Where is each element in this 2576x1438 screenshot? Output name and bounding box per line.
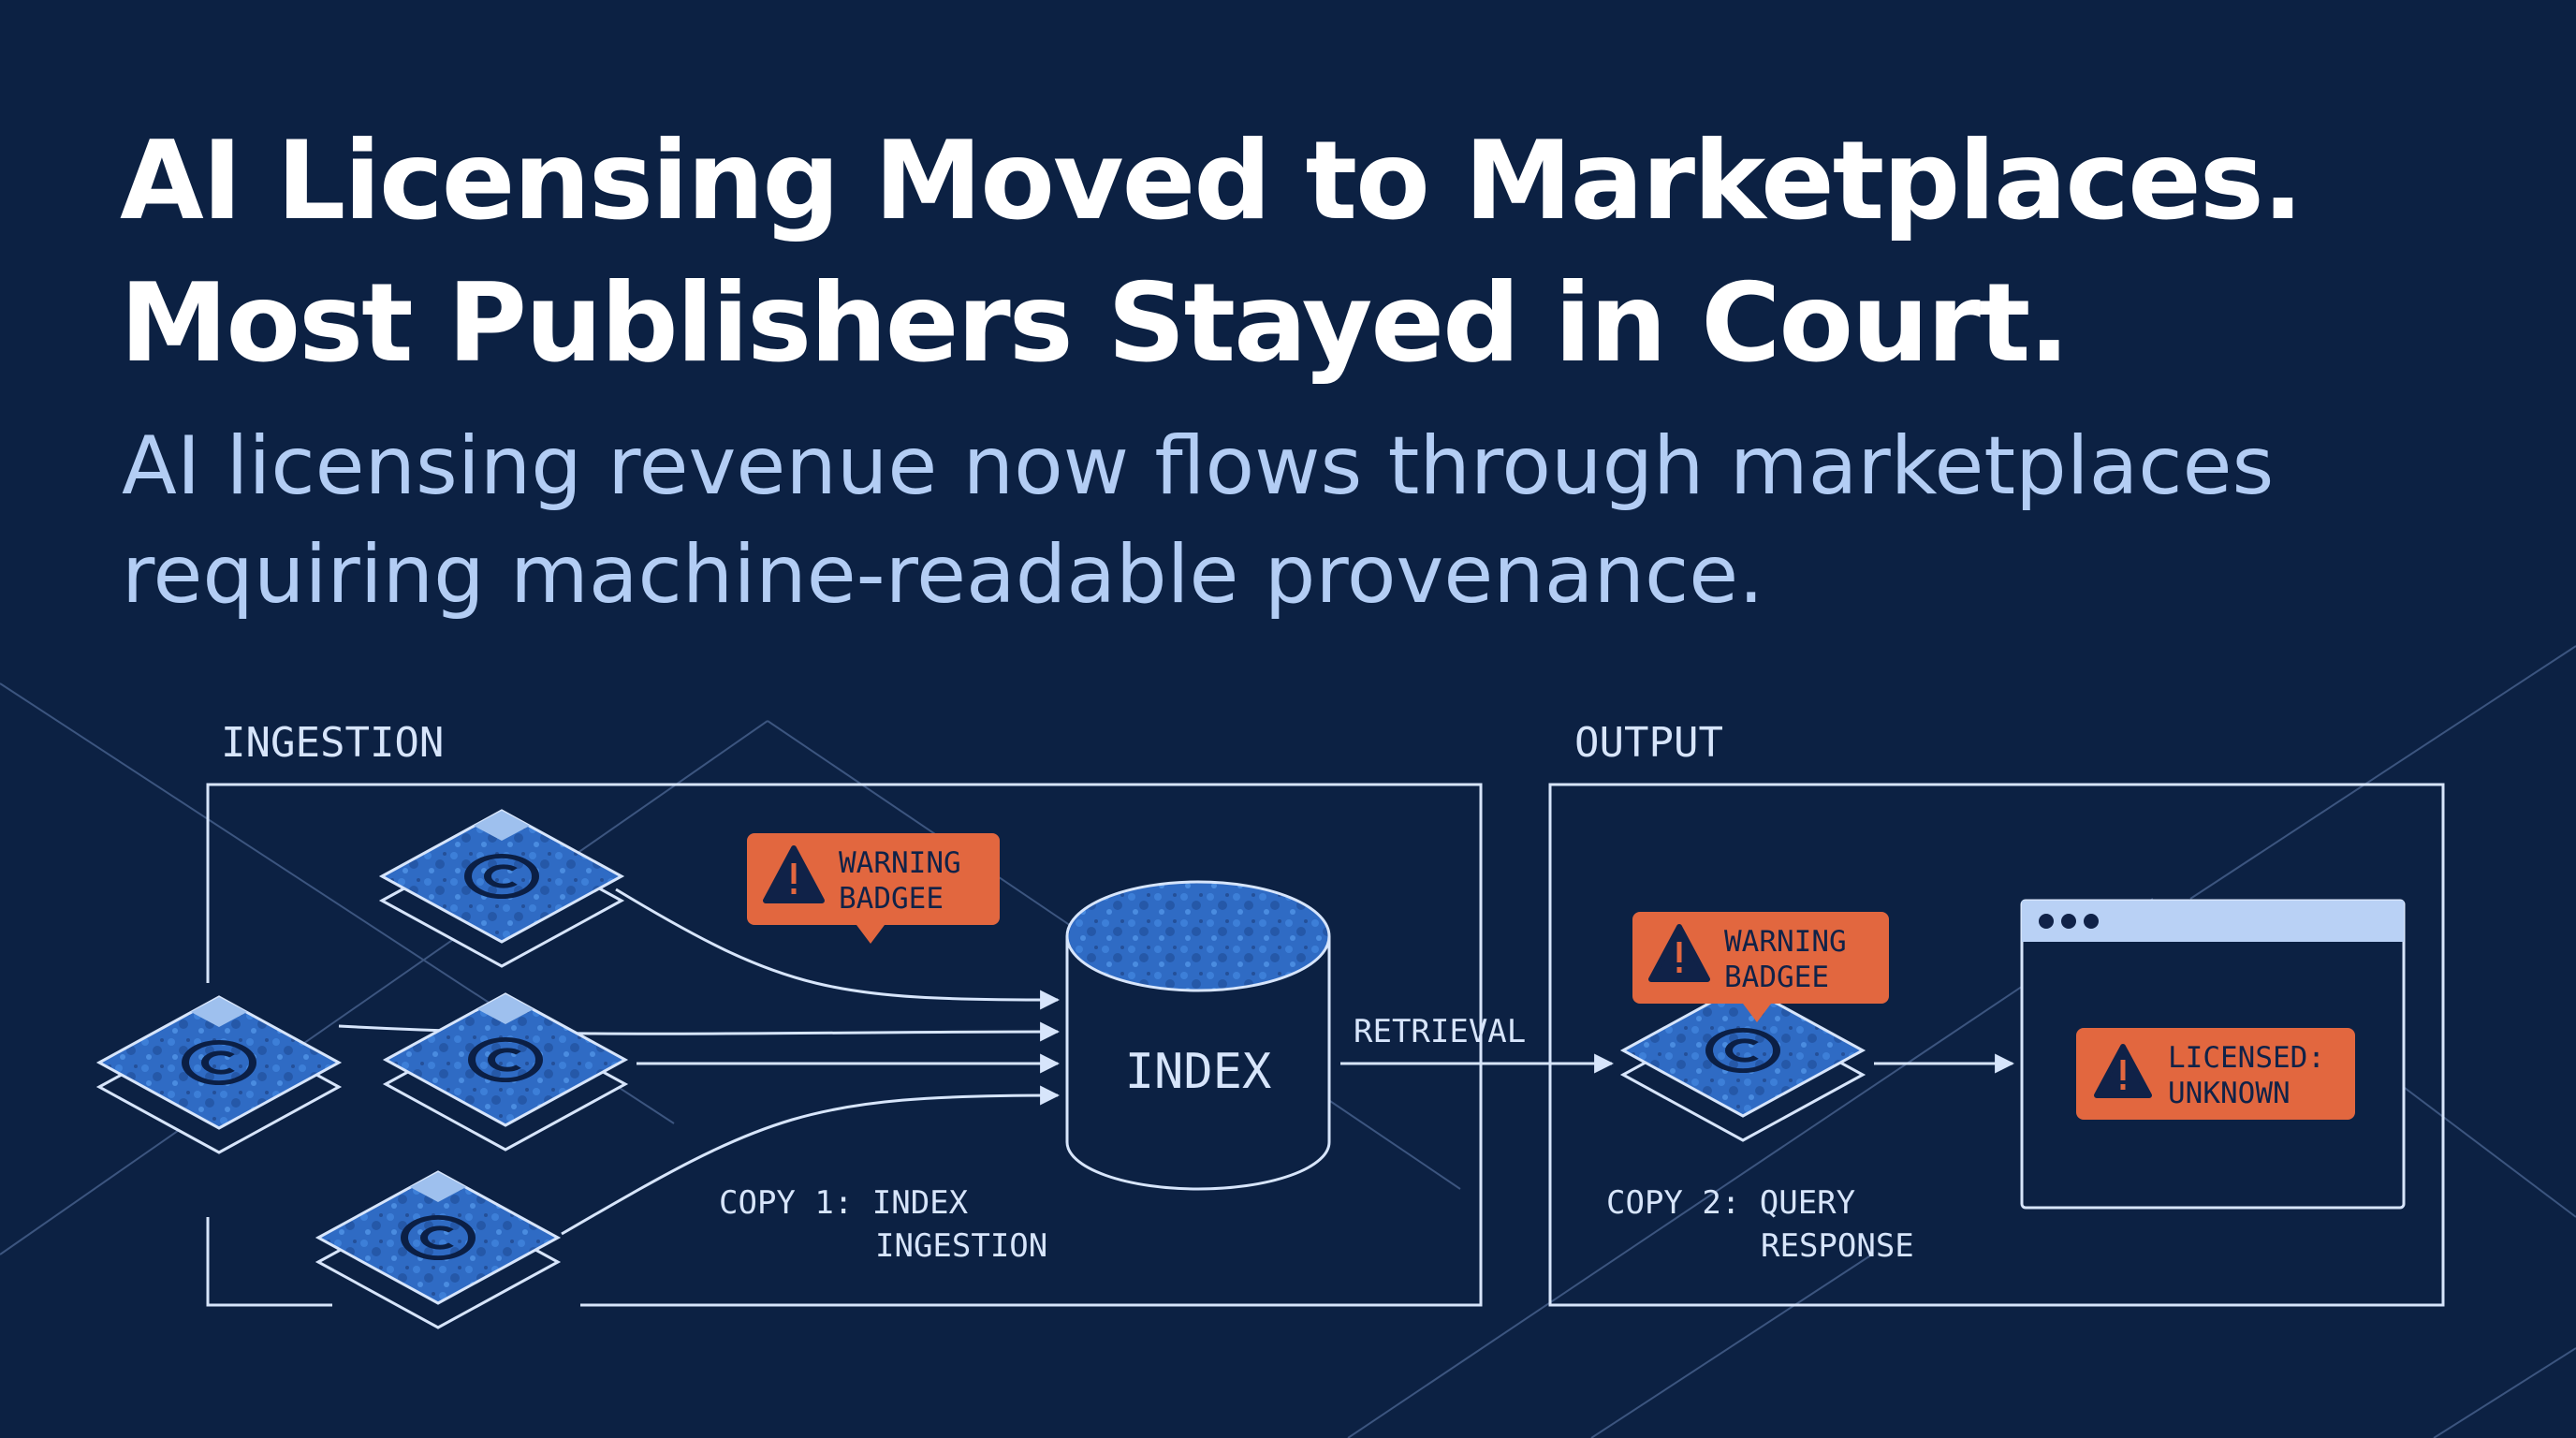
document-4 bbox=[315, 1170, 562, 1329]
subheadline-line-2: requiring machine-readable provenance. bbox=[122, 528, 1764, 622]
output-document bbox=[1619, 983, 1866, 1142]
copy1-caption-line-1: COPY 1: INDEX bbox=[719, 1184, 969, 1222]
output-label: OUTPUT bbox=[1574, 719, 1723, 767]
ingestion-frame bbox=[206, 783, 1483, 1307]
window-dot-icon bbox=[2039, 914, 2054, 929]
warning-badge-2-line-2: BADGEE bbox=[1724, 961, 1829, 994]
arrow-doc1-to-index bbox=[615, 888, 1061, 1010]
index-database: INDEX bbox=[1065, 880, 1331, 1191]
index-database-top bbox=[1065, 880, 1331, 992]
licensed-line-2: UNKNOWN bbox=[2168, 1077, 2291, 1110]
warning-badge-2: WARNING BADGEE bbox=[1632, 912, 1889, 1022]
ingestion-label: INGESTION bbox=[221, 719, 444, 767]
subheadline: AI licensing revenue now flows through m… bbox=[122, 412, 2518, 629]
warning-badge-1: WARNING BADGEE bbox=[747, 833, 1000, 944]
document-1 bbox=[378, 809, 625, 968]
warning-triangle-icon bbox=[763, 845, 825, 903]
warning-triangle-icon bbox=[2094, 1044, 2152, 1098]
window-dot-icon bbox=[2084, 914, 2099, 929]
headline-line-2: Most Publishers Stayed in Court. bbox=[120, 260, 2070, 387]
copyright-icon bbox=[401, 1214, 476, 1261]
warning-badge-1-line-2: BADGEE bbox=[839, 882, 944, 916]
browser-window: LICENSED: UNKNOWN bbox=[2020, 899, 2406, 1210]
licensed-unknown-badge: LICENSED: UNKNOWN bbox=[2076, 1028, 2355, 1120]
copyright-icon bbox=[468, 1036, 543, 1083]
document-3 bbox=[382, 992, 629, 1152]
subheadline-line-1: AI licensing revenue now flows through m… bbox=[122, 419, 2275, 513]
warning-badge-2-line-1: WARNING bbox=[1724, 925, 1847, 959]
copy2-caption-line-2: RESPONSE bbox=[1761, 1227, 1914, 1265]
output-frame bbox=[1548, 783, 2445, 1307]
copyright-icon bbox=[464, 853, 539, 900]
licensed-line-1: LICENSED: bbox=[2168, 1041, 2325, 1075]
retrieval-label: RETRIEVAL bbox=[1354, 1013, 1526, 1050]
copy1-caption-line-2: INGESTION bbox=[875, 1227, 1047, 1265]
arrow-doc4-to-index bbox=[561, 1085, 1061, 1236]
headline: AI Licensing Moved to Marketplaces. Most… bbox=[120, 110, 2516, 395]
index-label: INDEX bbox=[1125, 1044, 1272, 1100]
headline-line-1: AI Licensing Moved to Marketplaces. bbox=[120, 118, 2304, 244]
copy2-caption-line-1: COPY 2: QUERY bbox=[1606, 1184, 1855, 1222]
warning-triangle-icon bbox=[1648, 924, 1710, 982]
copyright-icon bbox=[1705, 1027, 1780, 1074]
browser-title-bar bbox=[2022, 901, 2404, 942]
document-2 bbox=[95, 995, 343, 1154]
copyright-icon bbox=[182, 1039, 256, 1086]
warning-badge-1-line-1: WARNING bbox=[839, 846, 961, 880]
window-dot-icon bbox=[2061, 914, 2076, 929]
